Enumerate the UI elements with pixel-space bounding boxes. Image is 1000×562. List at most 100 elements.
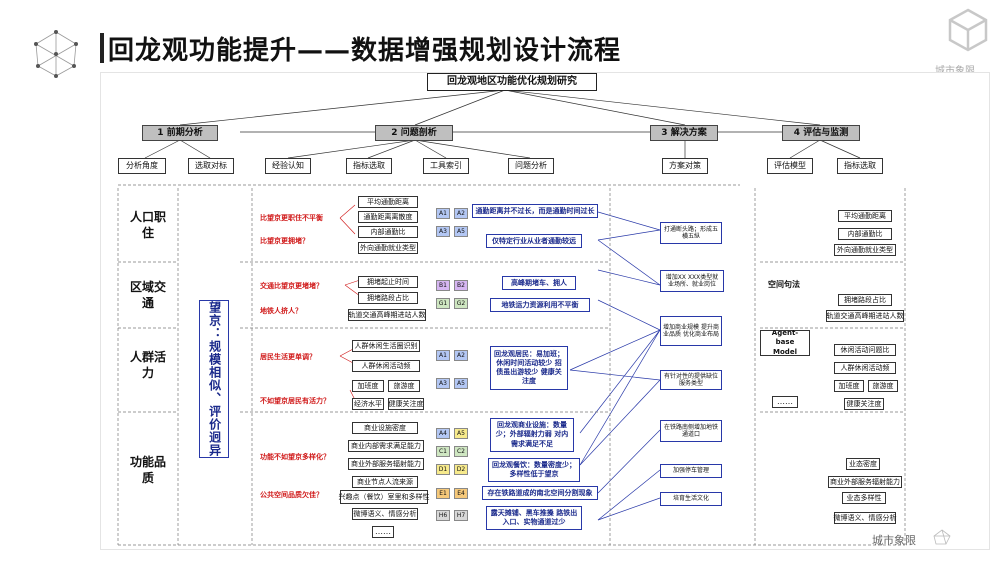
problem-box: 露天摊铺、黑车推搡 路铁出入口、实物通道过少 — [486, 506, 582, 530]
tool-tag: A5 — [454, 378, 468, 389]
sub-node: 分析角度 — [118, 158, 166, 174]
indicator-box: 商业设施密度 — [352, 422, 418, 434]
problem-box: 地铁运力资源利用不平衡 — [490, 298, 590, 312]
question-text: 不如望京居民有活力？ — [260, 397, 330, 405]
tool-tag: A5 — [454, 226, 468, 237]
solution-box: 加强停车管理 — [660, 464, 722, 478]
tool-tag: H6 — [436, 510, 450, 521]
indicator-box: 旅游度 — [388, 380, 420, 392]
indicator-box: 拥堵路段占比 — [358, 292, 418, 304]
sub-node: 方案对策 — [662, 158, 708, 174]
eval-indicator: 健康关注度 — [844, 398, 884, 410]
indicator-box: 通勤距离离散度 — [358, 211, 418, 223]
tool-tag: E1 — [436, 488, 450, 499]
tool-tag: G1 — [436, 298, 450, 309]
solution-box: 增加XX XXX类型就业场所、就业岗位 — [660, 270, 724, 292]
tool-tag: D2 — [454, 464, 468, 475]
problem-box: 通勤距离并不过长，而是通勤时间过长 — [472, 204, 598, 218]
eval-indicator: 轨道交通高峰期进站人数 — [826, 310, 904, 322]
question-text: 公共空间品质欠佳？ — [260, 491, 323, 499]
solution-box: 打通断头路；形成五横五纵 — [660, 222, 722, 244]
tool-tag: C2 — [454, 446, 468, 457]
question-text: 地铁人挤人？ — [260, 307, 302, 315]
tool-tag: B2 — [454, 280, 468, 291]
tool-tag: A4 — [436, 428, 450, 439]
question-text: 比望京更拥堵？ — [260, 237, 309, 245]
page-title: 回龙观功能提升——数据增强规划设计流程 — [108, 36, 622, 66]
eval-indicator: 业态密度 — [846, 458, 880, 470]
tool-tag: A2 — [454, 350, 468, 361]
row-header-function: 功能品质 — [124, 450, 172, 490]
eval-indicator: 平均通勤距离 — [838, 210, 892, 222]
problem-box: 回龙观商业设施：数量少；外部辐射力弱 对内需求满足不足 — [490, 418, 574, 452]
sub-node: 问题分析 — [508, 158, 554, 174]
indicator-box: 平均通勤距离 — [358, 196, 418, 208]
tool-tag: G2 — [454, 298, 468, 309]
root-node: 回龙观地区功能优化规划研究 — [427, 73, 597, 91]
stage-1-node: 1 前期分析 — [142, 125, 218, 141]
eval-indicator: 微博语义、情感分析 — [834, 512, 897, 524]
solution-box: 培育生活文化 — [660, 492, 722, 506]
sub-node: 指标选取 — [837, 158, 883, 174]
indicator-box: 兴趣点（餐饮）室里和多样性 — [339, 490, 430, 504]
problem-box: 存在铁路道成的南北空间分割现象 — [482, 486, 598, 500]
eval-indicator: 商业外部服务辐射能力 — [828, 476, 902, 488]
indicator-more: …… — [372, 526, 394, 538]
row-header-traffic: 区域交通 — [124, 275, 172, 315]
stage-3-node: 3 解决方案 — [650, 125, 718, 141]
tool-tag: E4 — [454, 488, 468, 499]
wangjing-benchmark: 望京：规模相似、评价迥异 — [199, 300, 229, 458]
tool-tag: A5 — [454, 428, 468, 439]
solution-box: 增加商业规模 提升商业品质 优化商业布局 — [660, 316, 722, 346]
footer-brand: 城市象限 — [872, 534, 916, 547]
indicator-box: 微博语义、情感分析 — [352, 508, 418, 520]
corner-network-icon — [933, 529, 951, 545]
indicator-box: 健康关注度 — [388, 398, 424, 410]
problem-box: 仅特定行业从业者通勤较远 — [486, 234, 582, 248]
indicator-box: 经济水平 — [352, 398, 384, 410]
indicator-box: 商业外部服务辐射能力 — [348, 458, 424, 470]
row-header-population: 人口职住 — [124, 205, 172, 245]
indicator-box: 人群休闲生活圈识别 — [352, 340, 420, 352]
indicator-box: 商业内部需求满足能力 — [348, 440, 424, 452]
eval-indicator: 外向通勤就业类型 — [834, 244, 896, 256]
tool-tag: A3 — [436, 378, 450, 389]
brand-corner-text: 城市象限 — [935, 62, 975, 77]
network-logo-icon — [34, 30, 78, 78]
eval-indicator: 人群休闲活动频 — [834, 362, 896, 374]
question-text: 交通比望京更堵堵？ — [260, 282, 323, 290]
title-accent-bar — [100, 33, 104, 63]
eval-model: Agent-base Model — [760, 329, 810, 356]
tool-tag: A2 — [454, 208, 468, 219]
tool-tag: D1 — [436, 464, 450, 475]
indicator-box: 轨道交通高峰期进站人数 — [348, 309, 426, 321]
tool-tag: A1 — [436, 208, 450, 219]
question-text: 功能不如望京多样化？ — [260, 453, 330, 461]
problem-box: 回龙观居民：易加班；休闲时间活动较少 招债虽出游较少 健康关注度 — [490, 346, 568, 390]
sub-node: 指标选取 — [346, 158, 392, 174]
problem-box: 高峰期堵车、拥人 — [502, 276, 576, 290]
eval-indicator: 内部通勤比 — [838, 228, 892, 240]
question-text: 居民生活更单调？ — [260, 353, 316, 361]
eval-indicator: 业态多样性 — [842, 492, 886, 504]
eval-indicator: 休闲活动问题比 — [834, 344, 896, 356]
tool-tag: A1 — [436, 350, 450, 361]
eval-indicator: 拥堵路段占比 — [838, 294, 892, 306]
solution-box: 有针对性的提供缺位服务类型 — [660, 370, 722, 390]
problem-box: 回龙观餐饮：数量密度少；多样性低于望京 — [488, 458, 580, 482]
question-text: 比望京更职住不平衡 — [260, 214, 323, 222]
indicator-box: 人群休闲活动频 — [352, 360, 420, 372]
stage-2-node: 2 问题剖析 — [375, 125, 453, 141]
indicator-box: 商业节点人流来源 — [352, 476, 418, 488]
tool-tag: C1 — [436, 446, 450, 457]
indicator-box: 外向通勤就业类型 — [358, 242, 418, 254]
eval-indicator: 加班度 — [834, 380, 864, 392]
sub-node: 经验认知 — [265, 158, 311, 174]
sub-node: 选取对标 — [188, 158, 234, 174]
indicator-box: 内部通勤比 — [358, 226, 418, 238]
indicator-box: 加班度 — [352, 380, 384, 392]
stage-4-node: 4 评估与监测 — [782, 125, 860, 141]
cube-logo-icon — [948, 8, 988, 52]
row-header-vitality: 人群活力 — [124, 345, 172, 385]
